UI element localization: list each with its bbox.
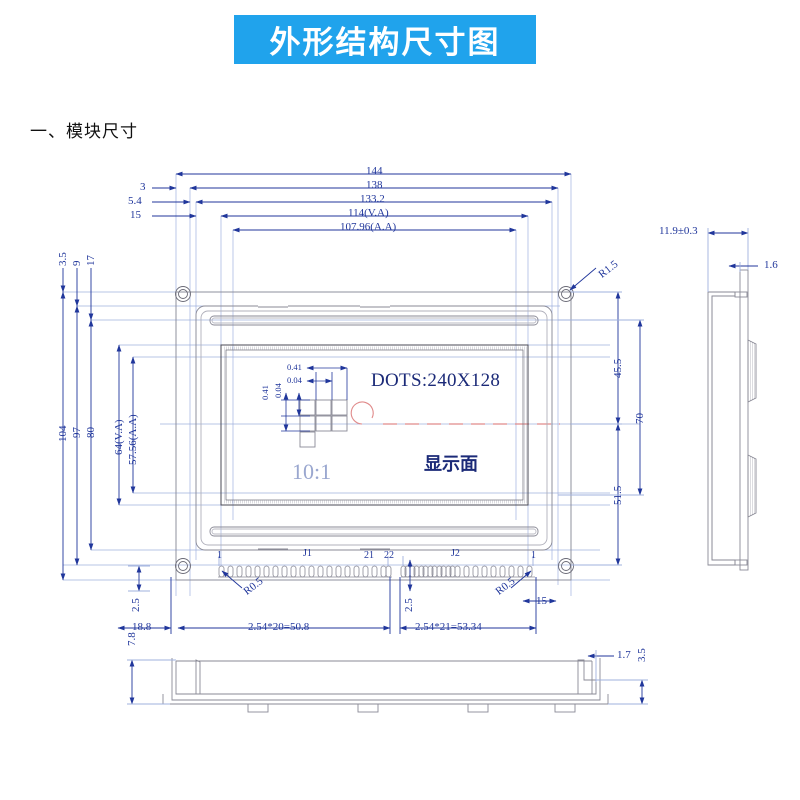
dim-j2-pitch: 2.54*21=53.34 [415, 621, 482, 633]
dim-left-64-va: 64(V.A) [113, 419, 125, 455]
dim-side-thickness: 11.9±0.3 [659, 225, 698, 237]
side-view-outline [707, 269, 757, 571]
construction-lines [63, 174, 640, 596]
bottom-view-outline [162, 658, 609, 713]
dim-connector-left-offset: 18.8 [132, 621, 152, 633]
connector-j2-label: J2 [451, 548, 460, 559]
dim-j1-pad-height: 2.5 [130, 598, 142, 612]
dim-j1-pitch: 2.54*20=50.8 [248, 621, 310, 633]
connector-dimensions [117, 556, 557, 634]
connector-j1-pin-last: 21 [364, 550, 374, 561]
pixel-detail-grid [299, 399, 348, 448]
dim-left-97: 97 [71, 427, 83, 438]
dim-bottom-height: 7.8 [126, 632, 138, 646]
dots-resolution-label: DOTS:240X128 [371, 370, 501, 391]
detail-scale-label: 10:1 [292, 459, 332, 484]
connector-j1-pin-first: 1 [217, 550, 222, 561]
page-title-banner: 外形结构尺寸图 [234, 15, 536, 64]
dim-pixel-pitch-h: 0.41 [287, 362, 302, 372]
dim-top-138: 138 [366, 179, 383, 191]
connector-j1-pads [218, 565, 392, 578]
dim-connector-right-offset: 15 [536, 595, 547, 607]
mounting-holes [175, 286, 574, 574]
connector-j2-pads [400, 565, 535, 578]
front-view-outline [175, 291, 572, 581]
dim-bottom-step: 3.5 [636, 648, 648, 662]
right-dimensions [558, 267, 644, 566]
dim-right-70: 70 [634, 413, 646, 424]
connector-j1-label: J1 [303, 548, 312, 559]
section-heading: 一、模块尺寸 [30, 122, 138, 141]
pixel-detail-dimensions [281, 365, 348, 432]
dim-top-144: 144 [366, 165, 383, 177]
dim-top-114-va: 114(V.A) [348, 207, 389, 219]
dim-j2-pad-height: 2.5 [403, 598, 415, 612]
dim-left-80: 80 [85, 427, 97, 438]
dim-top-133-2: 133.2 [360, 193, 385, 205]
page-title: 外形结构尺寸图 [269, 25, 501, 60]
dim-pixel-gap-h: 0.04 [287, 375, 302, 385]
dim-top-offset-9: 9 [71, 260, 83, 267]
dim-side-rib: 1.6 [764, 259, 778, 271]
side-view-dimensions [707, 228, 758, 292]
connector-j2-pin-last: 1 [531, 550, 536, 561]
dim-right-45-5: 45.5 [612, 358, 624, 378]
dim-left-57-56-aa: 57.56(A.A) [127, 414, 139, 465]
dim-offset-5-4: 5.4 [128, 195, 142, 207]
dim-left-104: 104 [57, 425, 69, 443]
dim-top-offset-3-5: 3.5 [57, 252, 69, 266]
dim-offset-3: 3 [140, 181, 146, 193]
dim-pixel-pitch-v: 0.41 [260, 385, 270, 400]
bottom-view-dimensions [127, 650, 648, 705]
dim-top-107-96-aa: 107.96(A.A) [340, 221, 397, 233]
dim-top-offset-17: 17 [85, 255, 97, 266]
connector-j2-pin-first: 22 [384, 550, 394, 561]
top-dimensions [152, 171, 572, 233]
dim-offset-15: 15 [130, 209, 141, 221]
dim-bottom-lip: 1.7 [617, 649, 631, 661]
display-face-label: 显示面 [424, 454, 478, 474]
dim-pixel-gap-v: 0.04 [273, 383, 283, 398]
display-centerline [350, 401, 560, 425]
left-dimensions [60, 268, 136, 581]
dim-right-51-5: 51.5 [612, 485, 624, 505]
